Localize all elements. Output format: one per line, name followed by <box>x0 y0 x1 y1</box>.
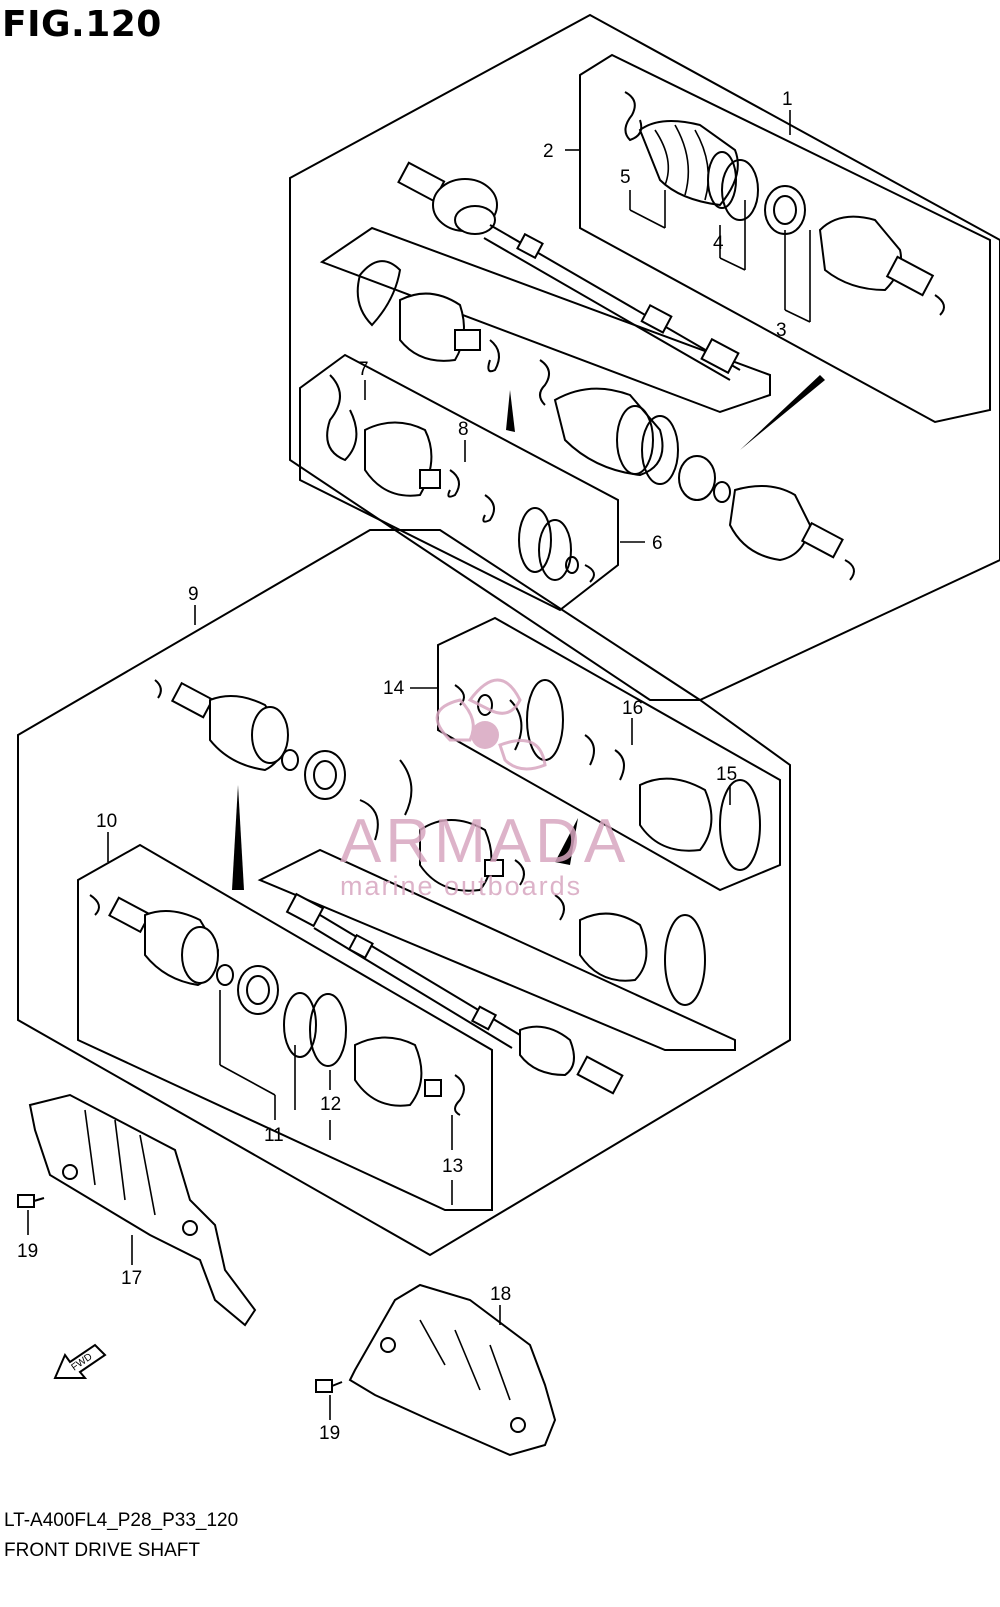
callout-6: 6 <box>652 533 663 554</box>
outer-joint-kit-frame <box>579 53 991 424</box>
callout-3: 3 <box>776 320 787 341</box>
lower-boot-kit-frame <box>257 848 736 1051</box>
outer-joint-housing <box>818 215 945 316</box>
callout-12: 12 <box>320 1094 341 1115</box>
inner-boot-kit-parts <box>326 374 595 583</box>
boot-band-ring <box>707 151 759 221</box>
guard-bolt-right <box>315 1379 343 1393</box>
watermark-tagline: marine outboards <box>340 871 582 901</box>
inner-joint-kit-parts <box>454 679 761 871</box>
upper-assembly-frame <box>289 13 1000 701</box>
callout-4: 4 <box>713 233 724 254</box>
pointer-wedge-lower-right <box>555 818 578 865</box>
callout-2: 2 <box>543 141 554 162</box>
figure-title: FIG.120 <box>2 4 162 45</box>
pointer-wedge-upper <box>740 375 825 450</box>
boot-band-clamp <box>624 91 643 142</box>
upper-drive-shaft <box>397 161 741 381</box>
front-drive-shaft-guard-left <box>28 1093 257 1327</box>
callout-17: 17 <box>121 1268 142 1289</box>
callout-19-left: 19 <box>17 1241 38 1262</box>
callout-14: 14 <box>383 678 405 699</box>
lower-middle-boot <box>359 759 504 892</box>
lower-boot-kit-parts <box>514 859 706 1006</box>
outer-boot-middle <box>539 359 855 581</box>
guard-bolt-left <box>17 1194 45 1208</box>
callout-16: 16 <box>622 698 643 719</box>
lower-drive-shaft <box>285 892 624 1095</box>
inner-boot-middle <box>356 260 500 373</box>
callout-10: 10 <box>96 811 117 832</box>
pointer-wedge-middle <box>506 390 515 432</box>
lower-outer-joint-parts <box>89 894 465 1116</box>
callout-5: 5 <box>620 167 631 188</box>
callout-13: 13 <box>442 1156 463 1177</box>
boot-kit-frame <box>319 226 771 414</box>
fwd-direction-arrow: FWD <box>53 1343 107 1379</box>
leader-lines <box>27 110 811 1420</box>
callout-15: 15 <box>716 764 737 785</box>
inner-joint-kit-frame <box>437 616 781 892</box>
callout-8: 8 <box>458 419 469 440</box>
lower-outer-joint-frame <box>77 843 493 1211</box>
watermark-logo: ARMADA marine outboards <box>340 678 629 901</box>
model-code: LT-A400FL4_P28_P33_120 <box>4 1510 239 1531</box>
callout-1: 1 <box>782 89 793 110</box>
outer-cv-boot <box>638 120 739 207</box>
callout-19-right: 19 <box>319 1423 340 1444</box>
inner-boot-kit-frame <box>299 353 619 612</box>
figure-caption: FRONT DRIVE SHAFT <box>4 1540 200 1561</box>
callout-18: 18 <box>490 1284 511 1305</box>
lower-inner-joint <box>154 679 346 800</box>
lower-assembly-frame <box>17 529 791 1257</box>
callout-9: 9 <box>188 584 199 605</box>
cv-cage <box>764 185 806 235</box>
front-drive-shaft-guard-right <box>348 1283 557 1457</box>
callout-7: 7 <box>358 359 369 380</box>
watermark-brand: ARMADA <box>340 807 629 876</box>
pointer-wedge-lower <box>232 785 244 890</box>
callout-11: 11 <box>264 1125 284 1146</box>
